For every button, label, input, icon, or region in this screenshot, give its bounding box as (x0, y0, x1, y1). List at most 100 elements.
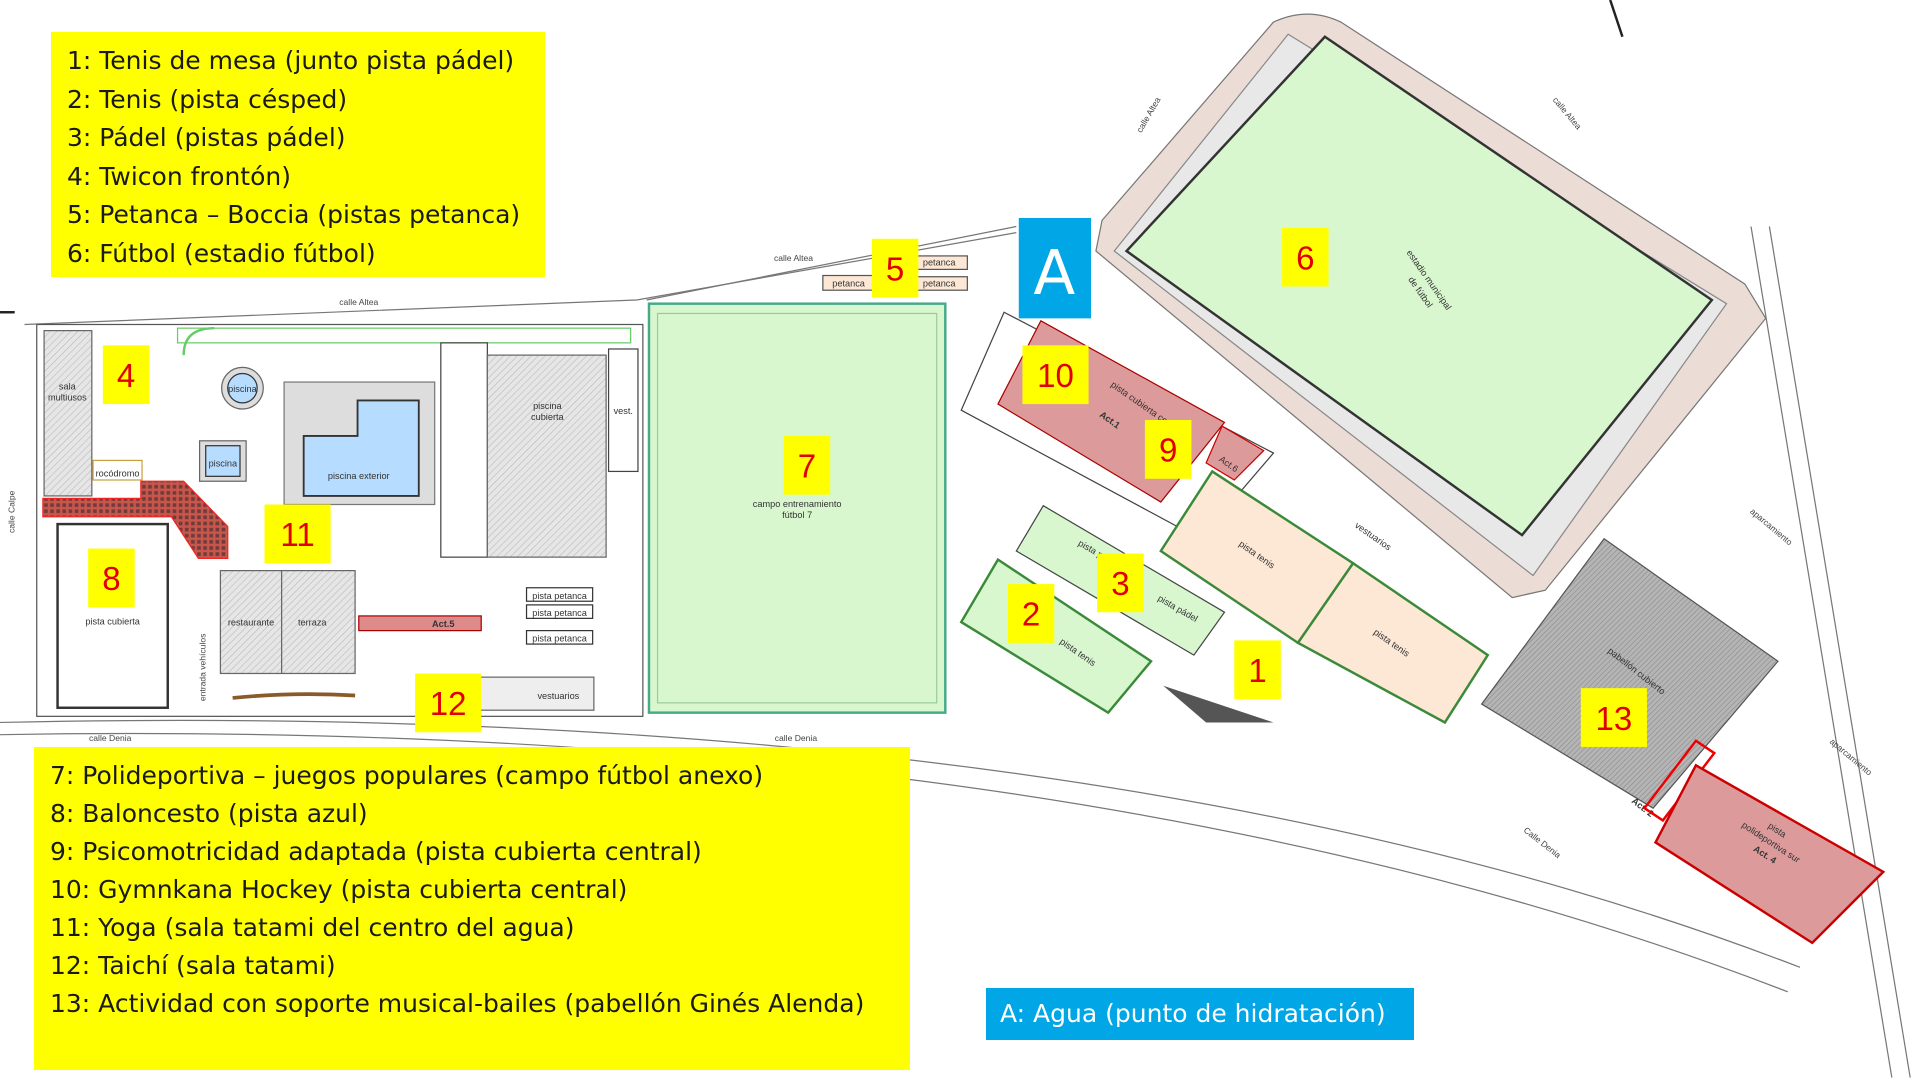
marker-9: 9 (1144, 420, 1192, 479)
legend-item: 9: Psicomotricidad adaptada (pista cubie… (50, 837, 702, 866)
marker-8: 8 (88, 548, 135, 608)
marker-7-label: 7 (798, 449, 816, 486)
marker-8-label: 8 (102, 561, 120, 598)
marker-12: 12 (415, 673, 482, 733)
street-label-denia-3: Calle Denia (1522, 825, 1563, 860)
marker-1-label: 1 (1248, 653, 1266, 690)
marker-6: 6 (1282, 227, 1329, 287)
legend-item: 8: Baloncesto (pista azul) (50, 799, 368, 828)
marker-9-label: 9 (1159, 433, 1177, 470)
piscina-label-2: piscina (209, 459, 238, 469)
legend-activities-1-6: 1: Tenis de mesa (junto pista pádel) 2: … (51, 32, 545, 277)
rocodromo-label: rocódromo (96, 468, 140, 478)
legend-item: 3: Pádel (pistas pádel) (67, 123, 346, 152)
legend-item: 10: Gymnkana Hockey (pista cubierta cent… (50, 875, 628, 904)
legend-item: 6: Fútbol (estadio fútbol) (67, 238, 376, 268)
petanca-label-3: petanca (923, 279, 957, 289)
garden-border (176, 327, 632, 344)
vest-label: vest. (614, 406, 633, 416)
marker-2: 2 (1007, 584, 1055, 643)
pista-petanca-2 (525, 604, 594, 619)
marker-12-label: 12 (430, 686, 467, 723)
act5-area (358, 615, 482, 632)
marker-7: 7 (783, 435, 831, 495)
red-hatched-path (42, 480, 229, 559)
water-marker-label: A (1033, 238, 1075, 309)
pista-petanca-label-2: pista petanca (532, 608, 587, 618)
activity-markers: 1 2 3 4 5 6 7 8 9 10 11 12 13 (88, 227, 1647, 747)
marker-4: 4 (102, 345, 150, 405)
pista-tenis-2 (1296, 561, 1490, 725)
marker-10: 10 (1022, 345, 1089, 405)
piscina-exterior (302, 399, 420, 497)
legend-item: 5: Petanca – Boccia (pistas petanca) (67, 200, 521, 229)
sala-multiusos (43, 330, 93, 497)
piscina-cubierta-label-2: cubierta (531, 412, 565, 422)
marker-3: 3 (1097, 553, 1144, 613)
marker-3-label: 3 (1111, 566, 1129, 603)
marker-1: 1 (1234, 640, 1281, 700)
legend-item: 7: Polideportiva – juegos populares (cam… (50, 761, 764, 790)
pabellon-cubierto (1480, 537, 1779, 809)
petanca-label-1: petanca (832, 279, 866, 289)
marker-10-label: 10 (1037, 358, 1074, 395)
marker-2-label: 2 (1022, 597, 1040, 634)
campo-futbol-7 (647, 302, 947, 714)
marker-5-label: 5 (886, 251, 904, 288)
street-label-denia-2: calle Denia (775, 733, 818, 743)
building-strip (440, 342, 488, 558)
piscina-exterior-label: piscina exterior (328, 471, 390, 481)
street-label-calpe: calle Calpe (7, 490, 17, 533)
act6-area (1205, 425, 1265, 481)
pista-cubierta-label: pista cubierta (85, 616, 140, 626)
marker-11: 11 (264, 504, 331, 564)
aparcamiento-label-2: aparcamiento (1828, 736, 1874, 777)
aparcamiento-label-1: aparcamiento (1748, 506, 1794, 547)
pista-petanca-1 (525, 587, 594, 602)
street-label-altea-4: calle Altea (1551, 95, 1584, 132)
restaurante-terraza (219, 570, 356, 675)
sala-multiusos-label-2: multiusos (48, 392, 87, 402)
estadio-field (1124, 35, 1714, 537)
water-legend: A: Agua (punto de hidratación) (986, 988, 1414, 1040)
marker-6-label: 6 (1296, 240, 1314, 277)
vest-building (607, 348, 639, 473)
piscina-label: piscina (228, 384, 257, 394)
garden-curve (182, 326, 215, 356)
legend-item: 1: Tenis de mesa (junto pista pádel) (67, 46, 515, 75)
restaurante-label: restaurante (228, 618, 274, 628)
marker-11-label: 11 (280, 517, 314, 554)
street-label-denia-1: calle Denia (89, 733, 132, 743)
street-label-altea-1: calle Altea (339, 297, 378, 307)
legend-item: 13: Actividad con soporte musical-bailes… (50, 989, 865, 1018)
vestuarios-stadium-label: vestuarios (1353, 520, 1393, 552)
pista-polideportiva-sur (1653, 763, 1886, 945)
petanca-label-2: petanca (923, 258, 957, 268)
rocodromo (92, 459, 143, 481)
pista-petanca-3 (525, 630, 594, 645)
marker-4-label: 4 (117, 358, 135, 395)
vestuarios-label: vestuarios (537, 691, 579, 701)
act5-label: Act.5 (432, 619, 454, 629)
entrada-vehiculos-label: entrada vehículos (198, 634, 208, 702)
campo7-label: campo entrenamiento (753, 499, 842, 509)
piscina-cubierta (486, 354, 607, 558)
pista-petanca-label-3: pista petanca (532, 634, 587, 644)
water-point-marker: A (1018, 217, 1092, 319)
legend-item: 12: Taichí (sala tatami) (50, 951, 336, 980)
vestuarios-building (476, 676, 595, 711)
campo7-label-2: fútbol 7 (782, 510, 812, 520)
marker-5: 5 (871, 238, 919, 298)
street-label-altea-3: calle Altea (1134, 95, 1162, 134)
triangle-area (1163, 685, 1274, 723)
sala-multiusos-label: sala (59, 381, 77, 391)
marker-13: 13 (1580, 688, 1647, 747)
legend-item: 2: Tenis (pista césped) (67, 84, 348, 114)
pista-petanca-label-1: pista petanca (532, 591, 587, 601)
legend-item: 4: Twicon frontón) (67, 161, 291, 191)
legend-activities-7-13: 7: Polideportiva – juegos populares (cam… (34, 747, 910, 1070)
legend-item: 11: Yoga (sala tatami del centro del agu… (50, 913, 575, 942)
marker-13-label: 13 (1595, 701, 1632, 738)
